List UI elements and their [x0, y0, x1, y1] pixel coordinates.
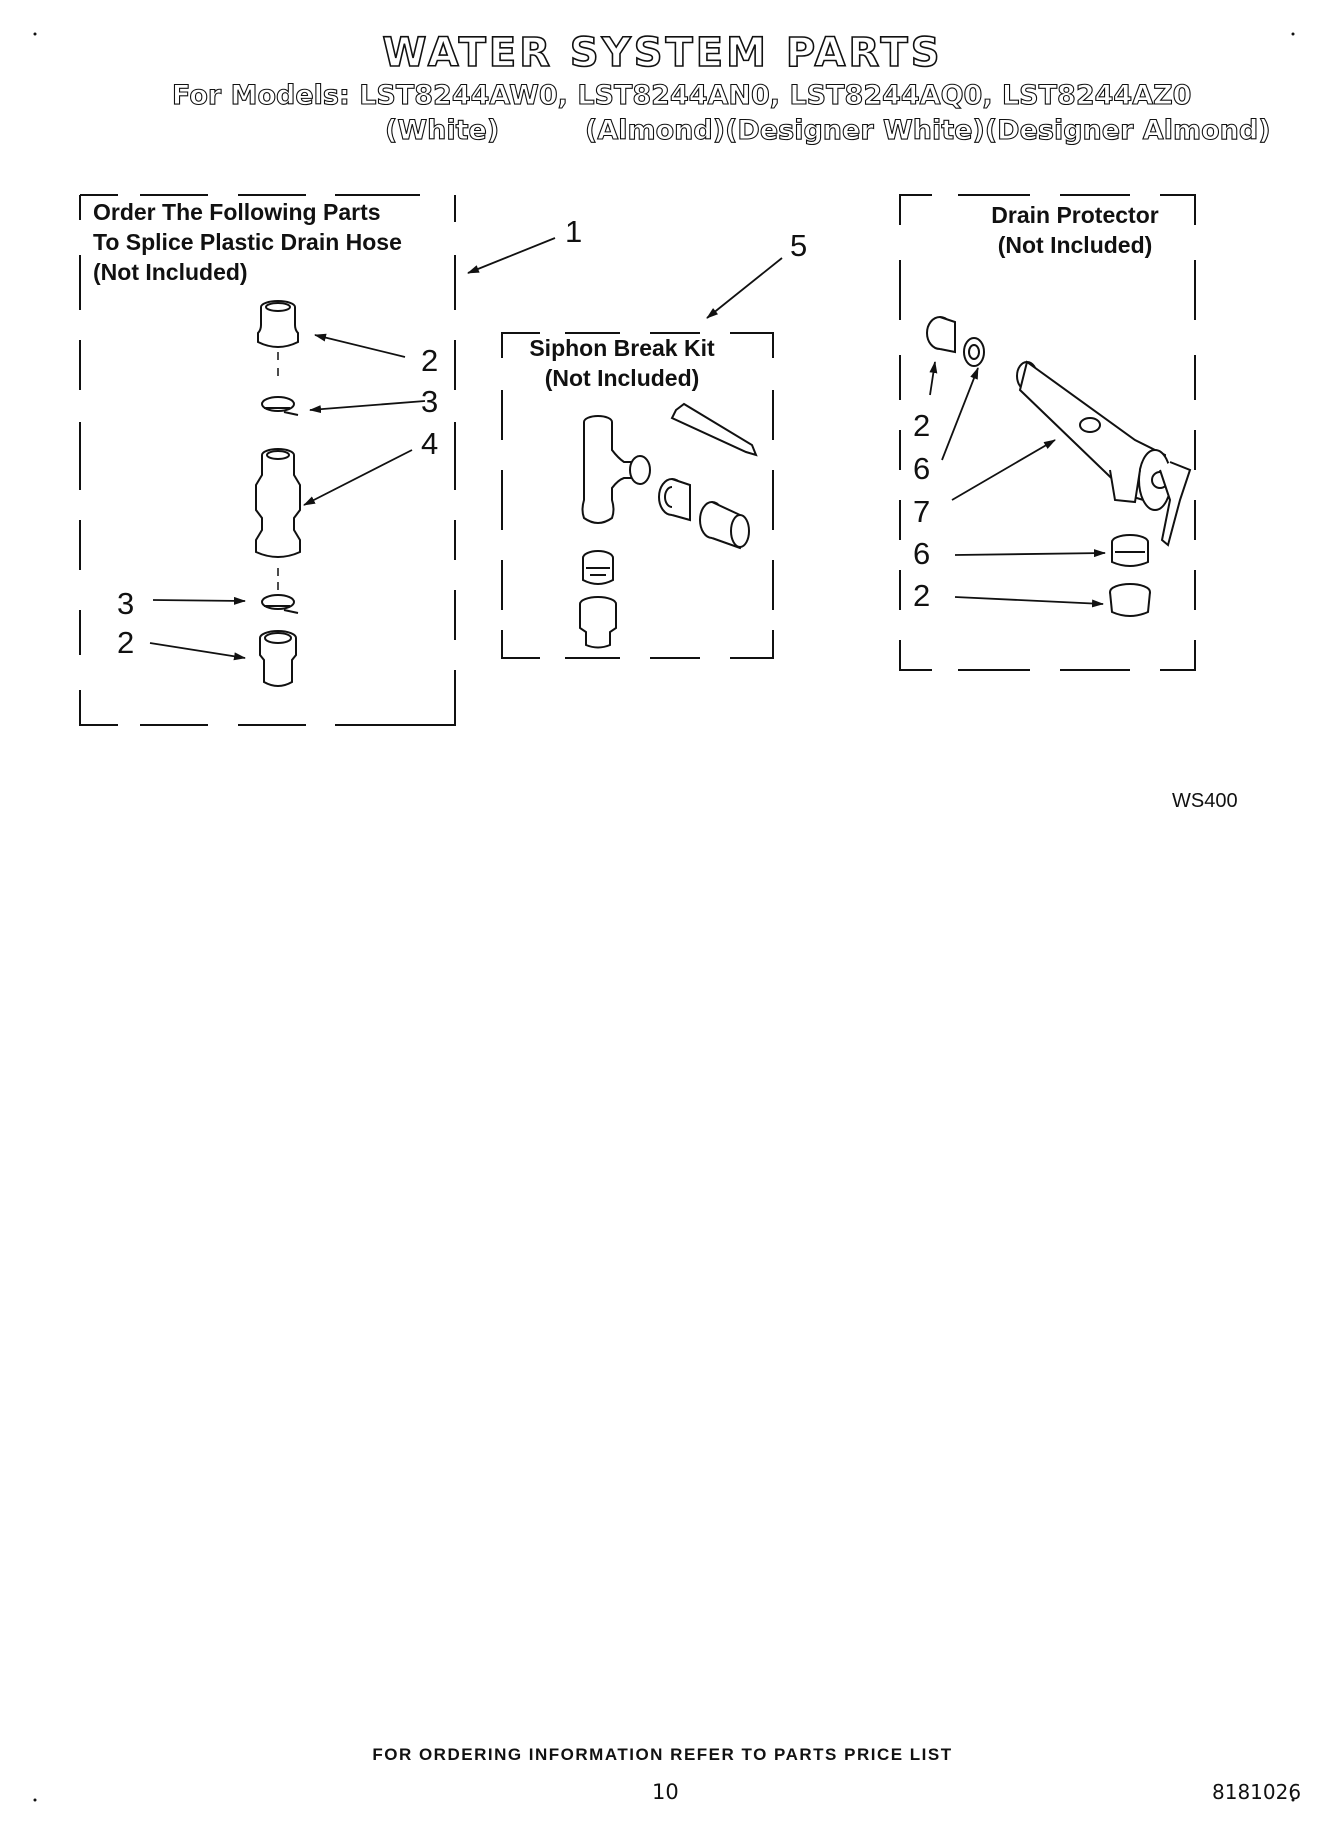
callout-right-7: 7	[913, 494, 931, 529]
connector-tube	[255, 448, 301, 558]
clamp-top	[261, 396, 299, 416]
siphon-leader	[706, 257, 783, 319]
callout-left-3-bottom: 3	[117, 586, 135, 621]
document-number: 8181026	[1212, 1780, 1302, 1804]
drain-cap-small	[926, 316, 956, 354]
callout-left-2-top: 2	[421, 343, 439, 378]
siphon-nut-1	[658, 478, 691, 522]
siphon-cap	[579, 596, 617, 649]
splice-title-line3: (Not Included)	[93, 259, 248, 285]
splice-box-title: Order The Following Parts To Splice Plas…	[93, 197, 402, 287]
callout-right-6-bottom: 6	[913, 536, 931, 571]
variant-others: (Almond)(Designer White)(Designer Almond…	[584, 114, 1271, 146]
siphon-coupling	[699, 501, 750, 550]
drain-title-line2: (Not Included)	[997, 232, 1153, 258]
callout-right-6-top: 6	[913, 451, 931, 486]
drain-box-title: Drain Protector (Not Included)	[960, 200, 1190, 260]
drain-box-frame	[899, 194, 1196, 671]
drain-nut-small	[963, 337, 985, 367]
variant-white: (White)	[384, 114, 500, 146]
callout-right-2-top: 2	[913, 408, 931, 443]
drain-protector-body	[1016, 360, 1192, 547]
siphon-title-line1: Siphon Break Kit	[529, 335, 715, 361]
drain-cap-lower	[1109, 583, 1151, 617]
siphon-box-title: Siphon Break Kit (Not Included)	[497, 333, 747, 393]
splice-title-line1: Order The Following Parts	[93, 199, 381, 225]
callout-5: 5	[790, 228, 808, 263]
siphon-title-line2: (Not Included)	[544, 365, 700, 391]
right-leaders	[929, 361, 1106, 608]
coupling-top	[257, 300, 299, 348]
callout-left-4: 4	[421, 426, 439, 461]
drain-title-line1: Drain Protector	[991, 202, 1159, 228]
left-leaders	[149, 237, 556, 661]
siphon-box-frame	[501, 332, 774, 659]
siphon-tee	[581, 415, 651, 524]
coupling-bottom	[259, 630, 297, 687]
clamp-bottom	[261, 594, 299, 614]
page-number: 10	[652, 1780, 679, 1804]
callout-left-2-bottom: 2	[117, 625, 135, 660]
callout-1: 1	[565, 214, 583, 249]
drain-nut-lower	[1111, 534, 1149, 567]
splice-box-frame	[79, 194, 456, 726]
models-line: For Models: LST8244AW0, LST8244AN0, LST8…	[171, 79, 1192, 111]
siphon-nut-2	[582, 550, 614, 585]
callout-left-3-top: 3	[421, 384, 439, 419]
figure-code: WS400	[1172, 790, 1238, 812]
corner-marks	[33, 32, 1295, 1802]
siphon-strap	[670, 402, 758, 457]
callout-right-2-bottom: 2	[913, 578, 931, 613]
page-title: WATER SYSTEM PARTS	[382, 29, 943, 77]
splice-title-line2: To Splice Plastic Drain Hose	[93, 229, 402, 255]
ordering-note: FOR ORDERING INFORMATION REFER TO PARTS …	[372, 1745, 953, 1764]
